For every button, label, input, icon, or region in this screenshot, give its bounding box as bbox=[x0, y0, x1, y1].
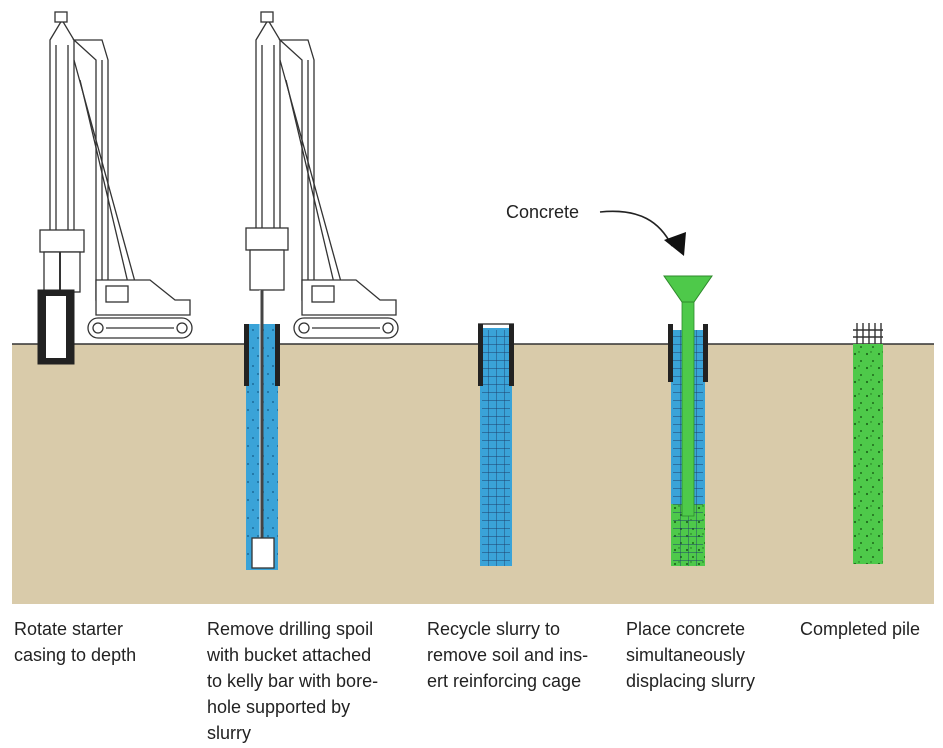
protruding-rebar bbox=[853, 323, 883, 344]
tremie-pipe bbox=[681, 299, 695, 517]
pile-construction-diagram: Concrete bbox=[12, 11, 934, 604]
caption-step-1: Rotate starter casing to depth bbox=[14, 619, 137, 665]
ground bbox=[12, 344, 934, 604]
caption-step-2: Remove drilling spoil with bucket attach… bbox=[207, 619, 379, 743]
drill-rig-1 bbox=[39, 11, 193, 339]
casing-2 bbox=[244, 324, 249, 386]
concrete-callout-label: Concrete bbox=[506, 202, 579, 222]
caption-step-4: Place concrete simultaneously displacing… bbox=[626, 619, 756, 691]
concrete-hopper bbox=[663, 275, 713, 303]
drilling-bucket bbox=[251, 537, 275, 569]
caption-step-3: Recycle slurry to remove soil and ins- e… bbox=[427, 619, 589, 691]
reinforcing-cage bbox=[482, 330, 510, 566]
concrete-callout-arrow bbox=[599, 210, 673, 247]
casing-4 bbox=[668, 324, 673, 382]
drill-rig-2 bbox=[245, 11, 399, 339]
arrow-head-icon bbox=[664, 232, 686, 256]
casing-3 bbox=[478, 324, 483, 386]
caption-step-5: Completed pile bbox=[800, 619, 921, 639]
